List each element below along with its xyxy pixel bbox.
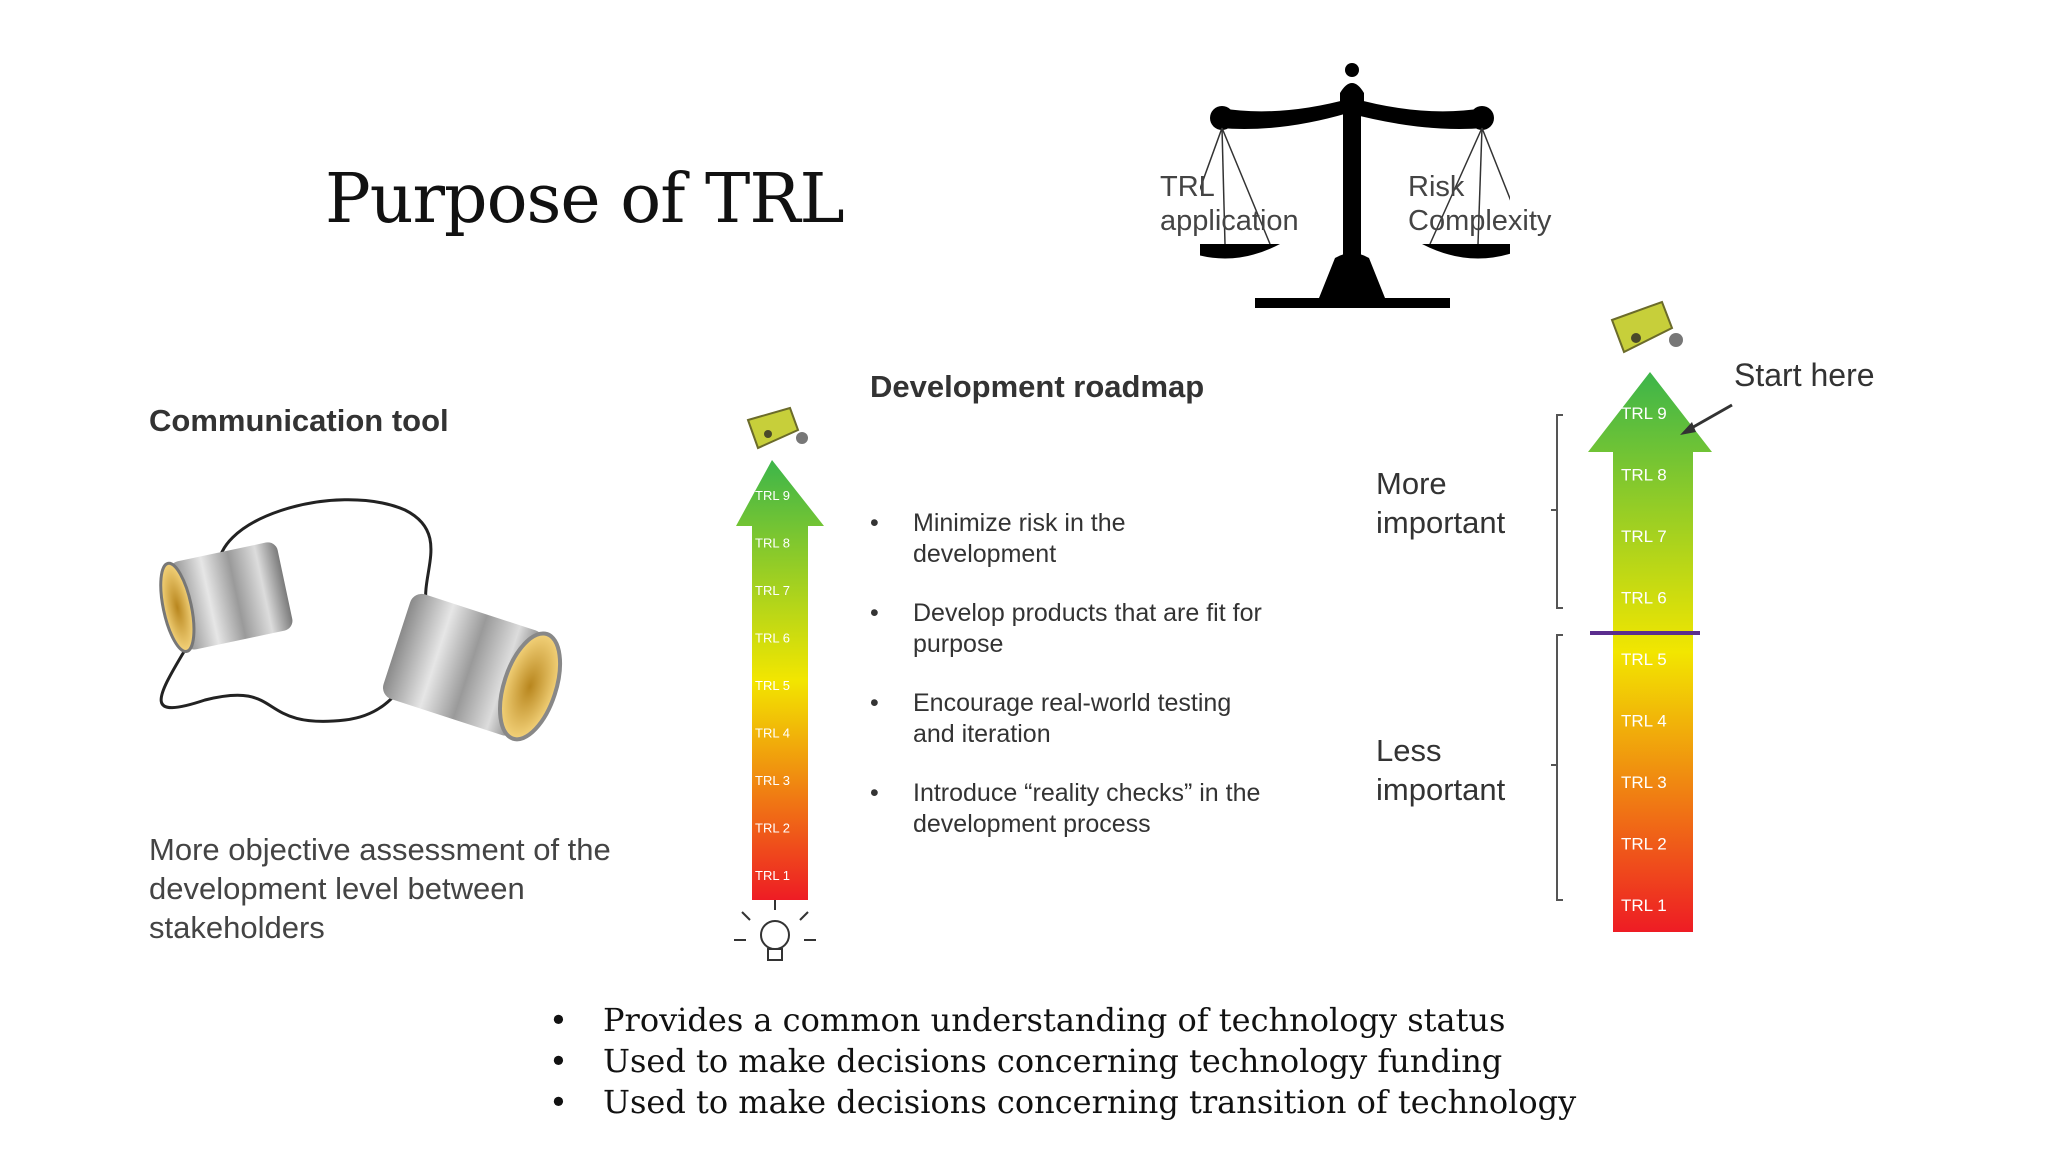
tin-can-phone-image <box>159 498 563 742</box>
start-pointer-arrow <box>1680 403 1733 435</box>
roadmap-trl-label: TRL 5 <box>755 678 790 693</box>
roadmap-bullet: Introduce “reality checks” in the develo… <box>870 778 1270 840</box>
scale-right-label: Risk Complexity <box>1408 171 1552 237</box>
less-important-label: Less important <box>1376 733 1506 807</box>
roadmap-trl-label: TRL 7 <box>755 583 790 598</box>
roadmap-trl-label: TRL 9 <box>755 488 790 503</box>
importance-trl-label: TRL 3 <box>1621 773 1667 792</box>
bracket-more <box>1556 414 1563 609</box>
importance-trl-label: TRL 1 <box>1621 896 1667 915</box>
importance-trl-label: TRL 8 <box>1621 466 1667 485</box>
importance-trl-label: TRL 4 <box>1621 712 1667 731</box>
communication-description: More objective assessment of the develop… <box>149 832 611 945</box>
trl-arrow-roadmap: TRL 9 TRL 8 TRL 7 TRL 6 TRL 5 TRL 4 TRL 3 TRL 2… <box>734 406 824 961</box>
roadmap-bullet-list: Minimize risk in the development Develop… <box>870 508 1270 868</box>
roadmap-trl-label: TRL 3 <box>755 773 790 788</box>
roadmap-bullet: Develop products that are fit for purpos… <box>870 598 1270 660</box>
roadmap-bullet: Encourage real-world testing and iterati… <box>870 688 1270 750</box>
lightbulb-icon <box>734 900 816 961</box>
bracket-less <box>1556 634 1563 901</box>
importance-trl-label: TRL 9 <box>1621 404 1667 423</box>
trl-arrow-importance: TRL 9 TRL 8 TRL 7 TRL 6 TRL 5 TRL 4 TRL 3 TRL 2… <box>1551 300 1733 932</box>
roadmap-trl-label: TRL 8 <box>755 536 790 551</box>
communication-title: Communication tool <box>149 403 449 438</box>
scale-left-label: TRL application <box>1160 171 1299 237</box>
roadmap-title: Development roadmap <box>870 369 1205 404</box>
cannon-icon <box>1610 300 1683 354</box>
roadmap-trl-label: TRL 2 <box>755 821 790 836</box>
roadmap-trl-label: TRL 1 <box>755 868 790 883</box>
balance-scale-icon <box>1200 63 1510 308</box>
purpose-bullet: Used to make decisions concerning techno… <box>545 1041 1576 1082</box>
roadmap-trl-label: TRL 6 <box>755 631 790 646</box>
purpose-bullet: Provides a common understanding of techn… <box>545 1000 1576 1041</box>
start-here-label: Start here <box>1734 357 1875 393</box>
more-important-label: More important <box>1376 466 1506 540</box>
importance-trl-label: TRL 7 <box>1621 527 1667 546</box>
roadmap-trl-label: TRL 4 <box>755 726 790 741</box>
purpose-bullet-list: Provides a common understanding of techn… <box>545 1000 1576 1123</box>
page-title: Purpose of TRL <box>325 160 845 239</box>
roadmap-bullet: Minimize risk in the development <box>870 508 1270 570</box>
importance-trl-label: TRL 5 <box>1621 650 1667 669</box>
importance-trl-label: TRL 6 <box>1621 589 1667 608</box>
purpose-bullet: Used to make decisions concerning transi… <box>545 1082 1576 1123</box>
importance-trl-label: TRL 2 <box>1621 835 1667 854</box>
cannon-icon <box>746 406 808 450</box>
